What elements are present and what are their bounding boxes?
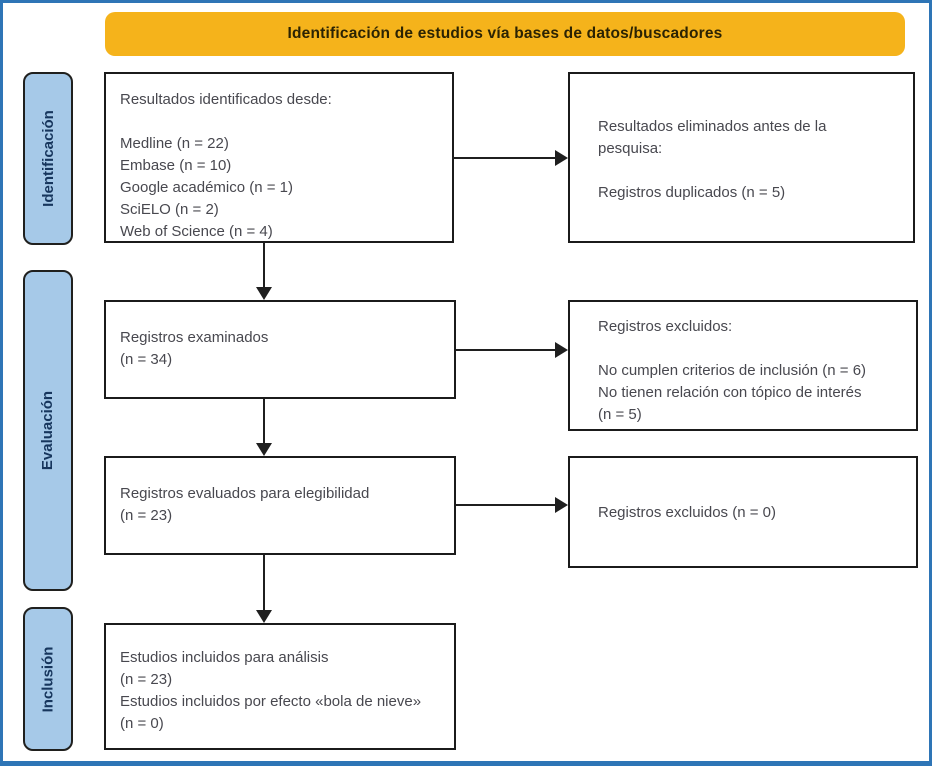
box-records-removed-before-screening: Resultados eliminados antes de la pesqui… bbox=[568, 72, 915, 243]
stage-identification-label: Identificación bbox=[39, 110, 57, 207]
box-identified-records: Resultados identificados desde: Medline … bbox=[104, 72, 454, 243]
box-records-excluded-screening: Registros excluidos: No cumplen criterio… bbox=[568, 300, 918, 431]
stage-evaluation-label: Evaluación bbox=[39, 390, 57, 471]
stage-evaluation: Evaluación bbox=[23, 270, 73, 591]
banner-title: Identificación de estudios vía bases de … bbox=[105, 12, 905, 56]
stage-inclusion: Inclusión bbox=[23, 607, 73, 751]
box-records-screened: Registros examinados (n = 34) bbox=[104, 300, 456, 399]
box-records-excluded-eligibility: Registros excluidos (n = 0) bbox=[568, 456, 918, 568]
stage-inclusion-label: Inclusión bbox=[39, 646, 57, 712]
stage-identification: Identificación bbox=[23, 72, 73, 245]
box-records-assessed-eligibility: Registros evaluados para elegibilidad (n… bbox=[104, 456, 456, 555]
box-studies-included: Estudios incluidos para análisis (n = 23… bbox=[104, 623, 456, 750]
